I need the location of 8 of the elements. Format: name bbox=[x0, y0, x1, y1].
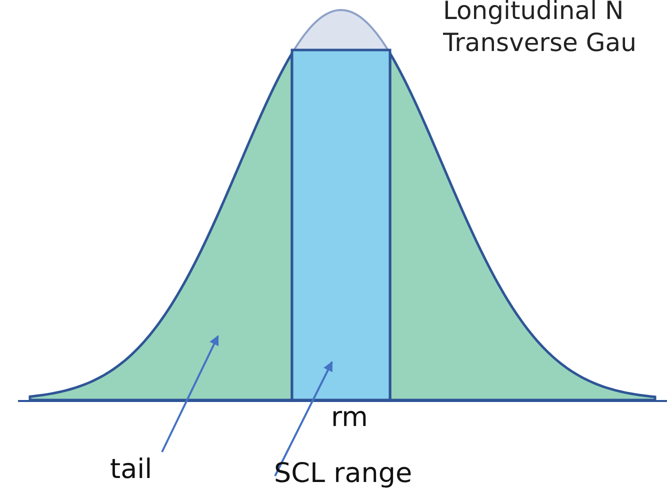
callout-label: SCL range bbox=[274, 460, 412, 487]
range-band bbox=[290, 48, 392, 402]
heading-text: Longitudinal N bbox=[443, 0, 624, 23]
leader-arrow bbox=[161, 335, 219, 452]
leader-arrow bbox=[274, 361, 333, 476]
callout-label: tail bbox=[110, 456, 152, 483]
axis-label: rm bbox=[331, 404, 368, 431]
heading-text: Transverse Gau bbox=[443, 30, 636, 55]
